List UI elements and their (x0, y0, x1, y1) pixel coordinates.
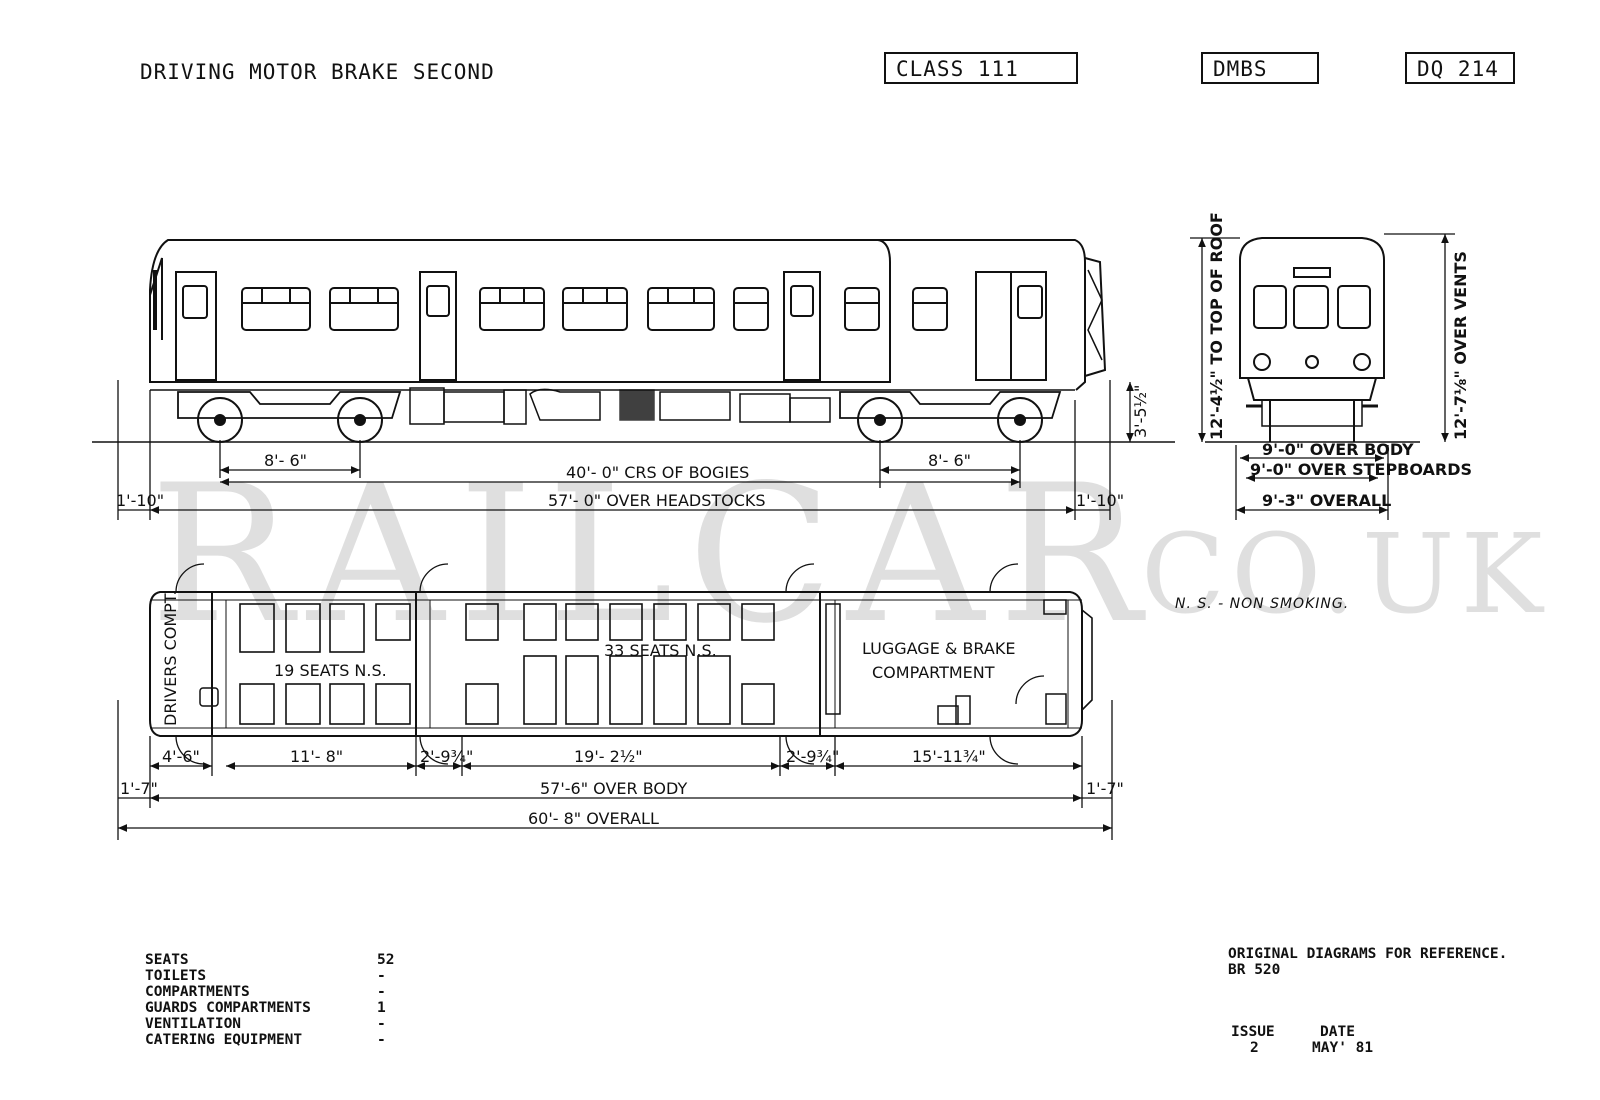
plan-dimension-lines (117, 700, 1113, 840)
dim-vestibule-2: 2'-9¾" (786, 747, 839, 766)
saloon-windows (241, 287, 948, 331)
end-dimension-labels: 12'-4½" TO TOP OF ROOF 12'-7⅛" OVER VENT… (1207, 212, 1472, 510)
end-elevation (1190, 233, 1455, 520)
seats-saloon-1 (239, 603, 411, 725)
dim-over-vents: 12'-7⅛" OVER VENTS (1451, 251, 1470, 440)
side-dimension-labels: 8'- 6" 8'- 6" 40'- 0" CRS OF BOGIES 57'-… (116, 385, 1150, 510)
dim-luggage-length: 15'-11¾" (912, 747, 986, 766)
end-window-left (1253, 285, 1287, 329)
end-body (1239, 237, 1385, 379)
rear-gangway (1081, 609, 1093, 711)
luggage-fittings (199, 599, 1067, 725)
facility-value: 1 (377, 1000, 386, 1016)
label-saloon-2-seats: 33 SEATS N.S. (604, 641, 717, 660)
dim-overhang-right: 1'-10" (1076, 491, 1124, 510)
side-dimension-lines (117, 380, 1134, 520)
seats-saloon-2 (465, 603, 775, 725)
dim-over-headstocks: 57'- 0" OVER HEADSTOCKS (548, 491, 766, 510)
body-rear (878, 239, 1086, 391)
label-saloon-1-seats: 19 SEATS N.S. (274, 661, 387, 680)
label-luggage-line1: LUGGAGE & BRAKE (862, 639, 1015, 658)
facility-label: COMPARTMENTS (145, 984, 250, 1000)
facility-label: SEATS (145, 952, 189, 968)
vestibule-door-1 (419, 271, 457, 381)
dim-plan-overhang-left: 1'-7" (120, 779, 158, 798)
dim-saloon-2-length: 19'- 2½" (574, 747, 643, 766)
dim-bogie-wheelbase-right: 8'- 6" (928, 451, 971, 470)
label-drivers-compt: DRIVERS COMPT. (161, 590, 180, 726)
date-value: MAY' 81 (1312, 1040, 1374, 1056)
end-window-centre (1293, 285, 1329, 329)
door-swings (175, 563, 1045, 765)
end-window-right (1337, 285, 1371, 329)
dim-overall-width: 9'-3" OVERALL (1262, 491, 1391, 510)
dim-plan-overhang-right: 1'-7" (1086, 779, 1124, 798)
dim-cab-length: 4'-6" (162, 747, 200, 766)
headlamp-right (1353, 353, 1371, 371)
bogie-left (177, 391, 402, 443)
facility-label: TOILETS (145, 968, 207, 984)
cab-door (175, 271, 217, 381)
facility-value: 52 (377, 952, 395, 968)
facility-label: VENTILATION (145, 1016, 242, 1032)
facility-value: - (377, 1016, 386, 1032)
date-label: DATE (1320, 1024, 1355, 1040)
headlamp-left (1253, 353, 1271, 371)
side-elevation (92, 239, 1175, 520)
dim-top-of-roof: 12'-4½" TO TOP OF ROOF (1207, 212, 1226, 440)
body-outline (149, 239, 891, 383)
dim-overhang-left: 1'-10" (116, 491, 164, 510)
dim-over-stepboards: 9'-0" OVER STEPBOARDS (1250, 460, 1472, 479)
reference-note: ORIGINAL DIAGRAMS FOR REFERENCE. (1228, 946, 1508, 962)
page-title: DRIVING MOTOR BRAKE SECOND (140, 60, 495, 84)
dim-vestibule-1: 2'-9¾" (420, 747, 473, 766)
facility-value: - (377, 984, 386, 1000)
facility-label: CATERING EQUIPMENT (145, 1032, 303, 1048)
facility-value: - (377, 968, 386, 984)
plan-labels: DRIVERS COMPT. 19 SEATS N.S. 33 SEATS N.… (120, 590, 1349, 828)
gangway-bellows (1084, 257, 1107, 377)
dim-over-body: 57'-6" OVER BODY (540, 779, 687, 798)
type-box: DMBS (1201, 52, 1319, 84)
bogie-right (839, 391, 1062, 443)
dim-floor-height: 3'-5½" (1131, 385, 1150, 438)
watermark-suffix: .CO.UK (1100, 510, 1549, 638)
plan-view (117, 563, 1113, 840)
class-box: CLASS 111 (884, 52, 1078, 84)
label-non-smoking-legend: N. S. - NON SMOKING. (1175, 596, 1349, 612)
facility-label: GUARDS COMPARTMENTS (145, 1000, 311, 1016)
vestibule-door-2 (783, 271, 821, 381)
dim-bogie-centres: 40'- 0" CRS OF BOGIES (566, 463, 749, 482)
headlamp-centre (1305, 355, 1319, 369)
reference-code: BR 520 (1228, 962, 1281, 978)
dim-over-body-width: 9'-0" OVER BODY (1262, 440, 1414, 459)
end-dimension-lines (1190, 233, 1455, 520)
diagram-number-box: DQ 214 (1405, 52, 1515, 84)
facility-value: - (377, 1032, 386, 1048)
plan-outline (149, 591, 1083, 737)
issue-value: 2 (1250, 1040, 1259, 1056)
buffer-beam (1261, 399, 1363, 427)
dim-overall-length: 60'- 8" OVERALL (528, 809, 659, 828)
label-luggage-line2: COMPARTMENT (872, 663, 995, 682)
issue-label: ISSUE (1231, 1024, 1275, 1040)
dim-bogie-wheelbase-left: 8'- 6" (264, 451, 307, 470)
facilities-table: SEATS 52 TOILETS - COMPARTMENTS - GUARDS… (145, 952, 445, 1052)
dim-saloon-1-length: 11'- 8" (290, 747, 343, 766)
underframe-equipment (409, 387, 831, 425)
